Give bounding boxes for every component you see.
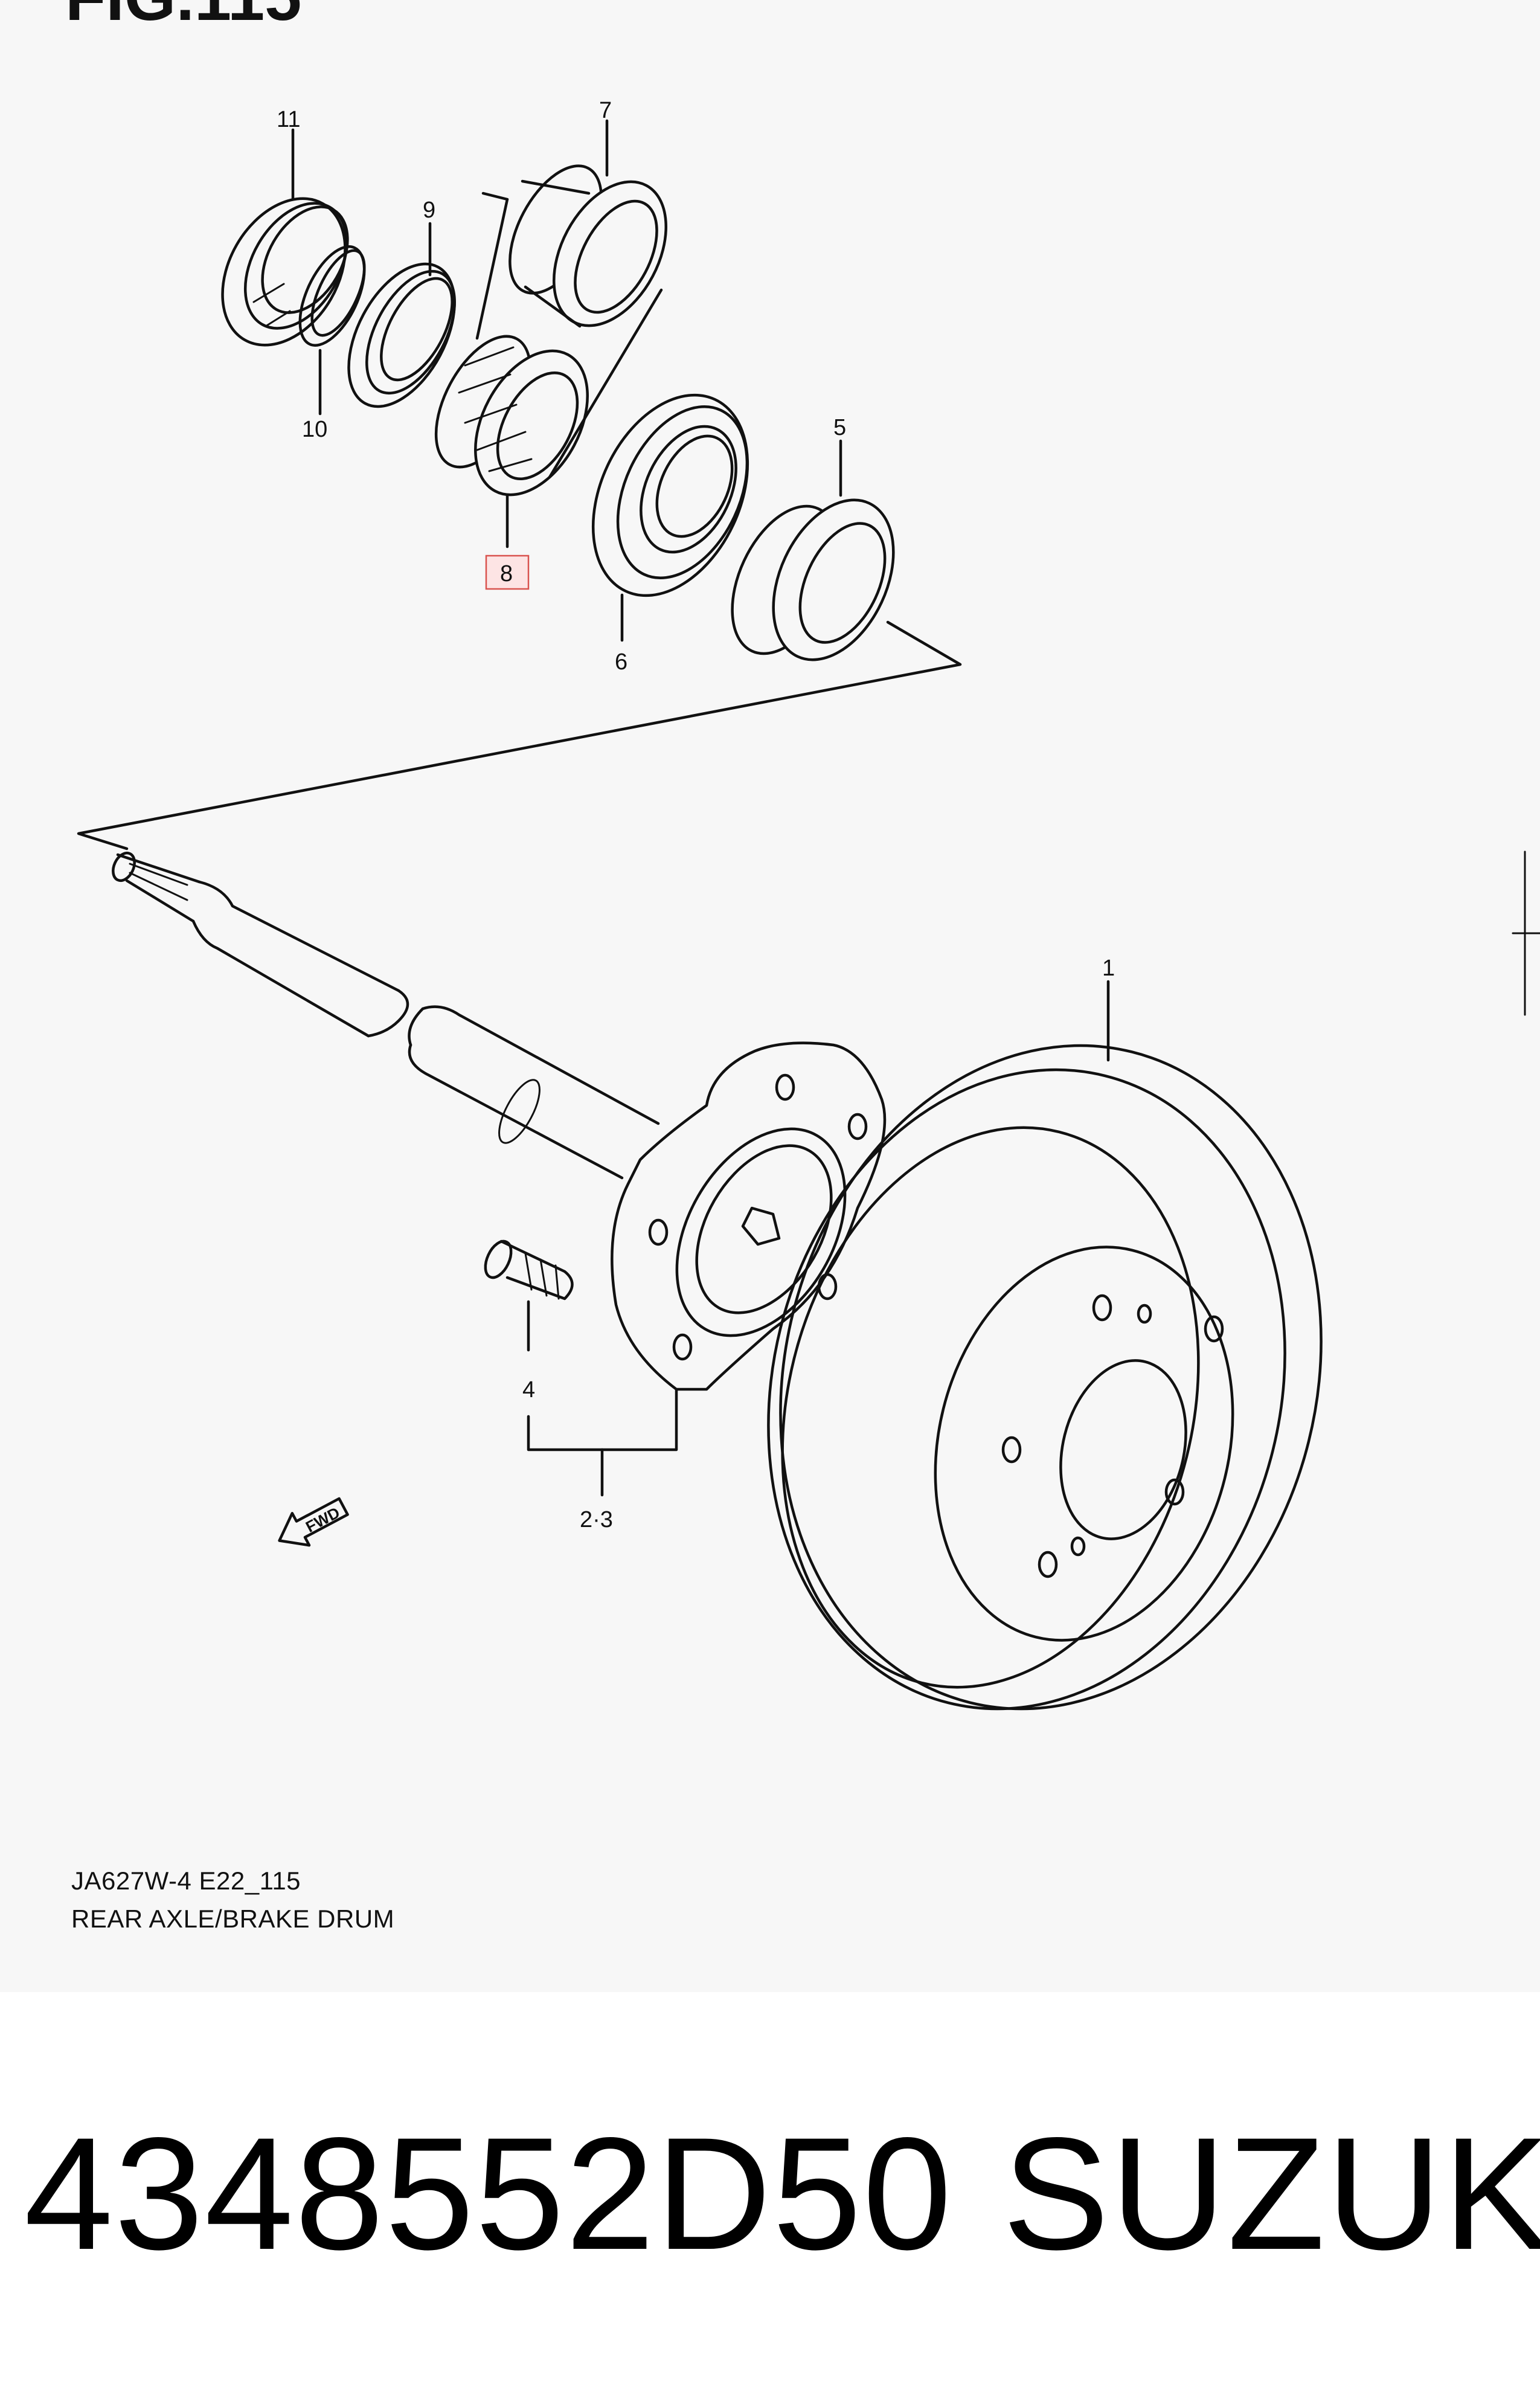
callout-5: 5 [833, 415, 846, 440]
part-7-bearing-cup [509, 164, 667, 328]
callout-10: 10 [302, 417, 327, 442]
bracket-7-8 [475, 191, 509, 340]
fwd-arrow-icon: FWD [278, 1497, 349, 1547]
callout-11: 11 [277, 107, 300, 132]
part-number: 4348552D50 [24, 2104, 953, 2283]
axle-flange [611, 1041, 887, 1391]
callout-6: 6 [615, 649, 627, 675]
callout-leaders [291, 119, 1110, 1497]
figure-title: FIG.115 [65, 0, 301, 36]
leader-bearings-to-shaft [77, 620, 962, 850]
highlight-box-part-8 [485, 555, 530, 590]
part-10-snap-ring [298, 245, 366, 347]
leader-7-8 [548, 288, 663, 479]
part-9-oil-seal [347, 262, 456, 408]
part-1-brake-drum [767, 1044, 1323, 1711]
diagram-code: JA627W-4 E22_115 [71, 1866, 301, 1895]
diagram-title: REAR AXLE/BRAKE DRUM [71, 1905, 395, 1933]
callout-4: 4 [522, 1377, 535, 1403]
diagram-sheet [0, 0, 1540, 1992]
callout-8: 8 [500, 561, 513, 587]
exploded-parts-diagram: 11 10 9 7 8 5 6 1 4 2·3 FWD [77, 98, 1540, 1711]
part-11-seal [221, 197, 349, 347]
callout-9: 9 [423, 198, 435, 223]
axle-shaft [112, 851, 660, 1180]
callout-7: 7 [599, 98, 612, 123]
part-5-spacer [731, 498, 895, 661]
part-6-wheel-bearing [591, 393, 749, 597]
brand-name: SUZUKI [1003, 2104, 1540, 2283]
part-4-wheel-stud [484, 1239, 574, 1300]
callout-1: 1 [1102, 956, 1115, 981]
part-8-bearing-cone [434, 335, 589, 497]
callout-2-3: 2·3 [580, 1507, 613, 1532]
